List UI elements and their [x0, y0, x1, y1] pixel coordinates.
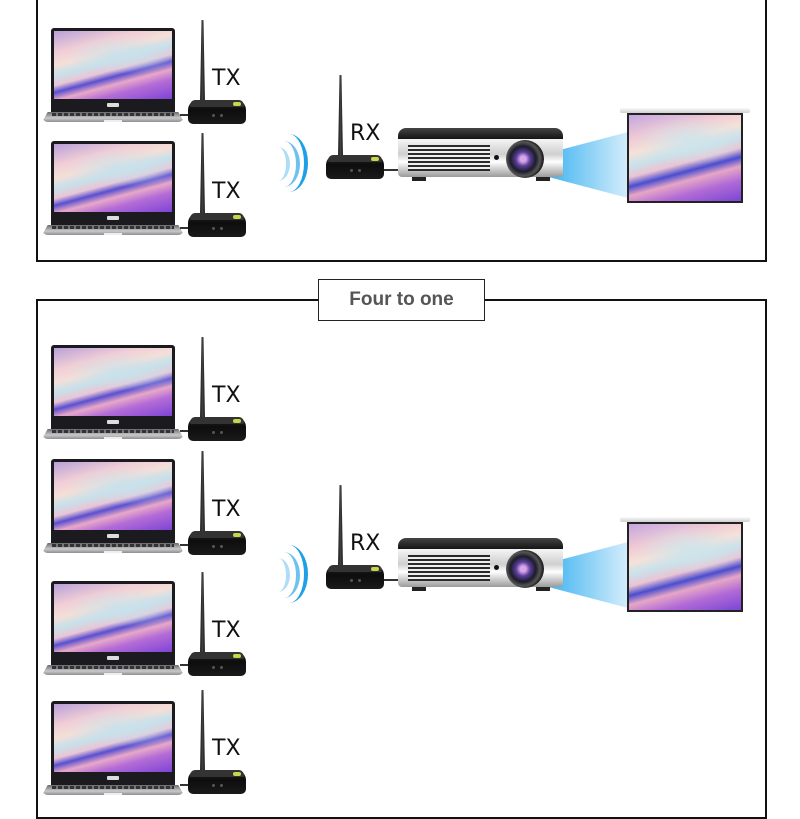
antenna-icon — [200, 20, 205, 104]
rx-label: RX — [350, 531, 381, 556]
wireless-wave-icon — [266, 134, 308, 194]
rx-receiver: RX — [326, 485, 388, 590]
laptop-3 — [42, 345, 184, 441]
rx-receiver: RX — [326, 75, 388, 180]
tx-label: TX — [212, 497, 241, 522]
projector — [398, 538, 563, 596]
tx-transmitter-2: TX — [188, 133, 250, 238]
hdmi-cable — [180, 114, 190, 116]
projector — [398, 128, 563, 186]
laptop-logo — [107, 103, 119, 107]
tx-label: TX — [212, 383, 241, 408]
section-title: Four to one — [318, 279, 485, 321]
projector-vent — [408, 145, 490, 171]
tx-label: TX — [212, 66, 241, 91]
tx-label: TX — [212, 736, 241, 761]
hdmi-cable — [180, 227, 190, 229]
tx-transmitter-1: TX — [188, 20, 250, 125]
tx-label: TX — [212, 179, 241, 204]
projector-lens — [506, 140, 544, 178]
hdmi-cable — [180, 430, 190, 432]
tx-transmitter-5: TX — [188, 572, 250, 677]
hdmi-cable — [384, 169, 400, 171]
laptop-6 — [42, 701, 184, 797]
rx-label: RX — [350, 121, 381, 146]
hdmi-cable — [180, 784, 190, 786]
wireless-wave-icon — [266, 545, 308, 605]
hdmi-cable — [384, 579, 400, 581]
projection-screen — [620, 517, 750, 615]
projection-screen — [620, 108, 750, 206]
antenna-icon — [200, 133, 205, 217]
tx-transmitter-4: TX — [188, 451, 250, 556]
tx-transmitter-3: TX — [188, 337, 250, 442]
tx-label: TX — [212, 618, 241, 643]
laptop-5 — [42, 581, 184, 677]
laptop-4 — [42, 459, 184, 555]
tx-transmitter-6: TX — [188, 690, 250, 795]
hdmi-cable — [180, 664, 190, 666]
hdmi-cable — [180, 544, 190, 546]
antenna-icon — [338, 75, 343, 159]
laptop-1 — [42, 28, 184, 124]
laptop-screen — [54, 31, 172, 99]
laptop-2 — [42, 141, 184, 237]
